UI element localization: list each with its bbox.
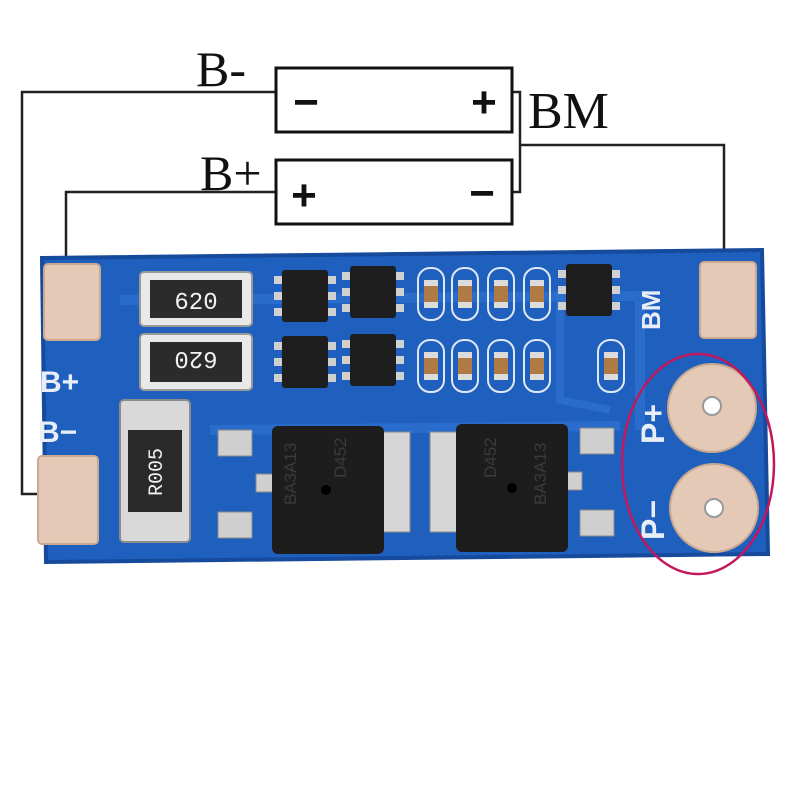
pad-p-plus: [667, 363, 757, 453]
battery-cell-top: − +: [274, 66, 514, 134]
mosfet-left: D452 BA3A13: [217, 426, 411, 554]
pad-bm: [699, 261, 757, 339]
smd-capacitor: [487, 267, 515, 321]
wire-bm: [512, 90, 726, 262]
silk-p-minus: P−: [635, 500, 671, 540]
battery-top-right-sign: +: [471, 78, 497, 127]
shunt-resistor: R005: [119, 399, 191, 543]
resistor-bottom: 620: [139, 333, 253, 391]
resistor-bottom-marking: 620: [174, 344, 217, 371]
pad-b-plus: [43, 263, 101, 341]
smd-capacitor: [417, 339, 445, 393]
silk-bm: BM: [636, 290, 666, 330]
pad-p-minus: [669, 463, 759, 553]
mosfet-left-line2: BA3A13: [281, 443, 300, 505]
sot-chip-package: [558, 264, 620, 316]
highlight-ellipse: [620, 352, 776, 576]
mosfet-right-line2: BA3A13: [531, 443, 550, 505]
battery-cell-bottom: + −: [274, 158, 514, 226]
battery-bottom-right-sign: −: [469, 169, 495, 218]
silk-p-plus: P+: [635, 404, 671, 444]
sot-chip-package: [342, 266, 404, 318]
smd-capacitor: [597, 339, 625, 393]
sot-chip-package: [342, 334, 404, 386]
mosfet-right-line1: D452: [481, 437, 500, 478]
shunt-marking: R005: [146, 448, 169, 496]
resistor-top-marking: 620: [174, 290, 217, 317]
label-b-minus: B-: [196, 41, 246, 97]
resistor-top: 620: [139, 271, 253, 327]
mosfet-left-line1: D452: [331, 437, 350, 478]
label-bm: BM: [528, 83, 609, 140]
wire-b-plus: [64, 190, 276, 262]
silk-b-plus: B+: [40, 366, 79, 399]
smd-capacitor: [523, 339, 551, 393]
smd-capacitors: [417, 267, 625, 393]
smd-capacitor: [451, 267, 479, 321]
smd-capacitor: [417, 267, 445, 321]
battery-top-left-sign: −: [293, 78, 319, 127]
silk-b-minus: B−: [38, 416, 77, 449]
sot-chip-package: [274, 336, 336, 388]
smd-capacitor: [487, 339, 515, 393]
smd-capacitor: [451, 339, 479, 393]
sot-chip-package: [274, 270, 336, 322]
smd-capacitor: [523, 267, 551, 321]
label-b-plus: B+: [200, 145, 262, 201]
wire-b-minus: [20, 90, 276, 496]
sot-chip: [274, 264, 620, 388]
battery-bottom-left-sign: +: [291, 171, 317, 220]
mosfet-right: D452 BA3A13: [429, 424, 615, 552]
wires: [20, 90, 726, 496]
pad-b-minus: [37, 455, 99, 545]
